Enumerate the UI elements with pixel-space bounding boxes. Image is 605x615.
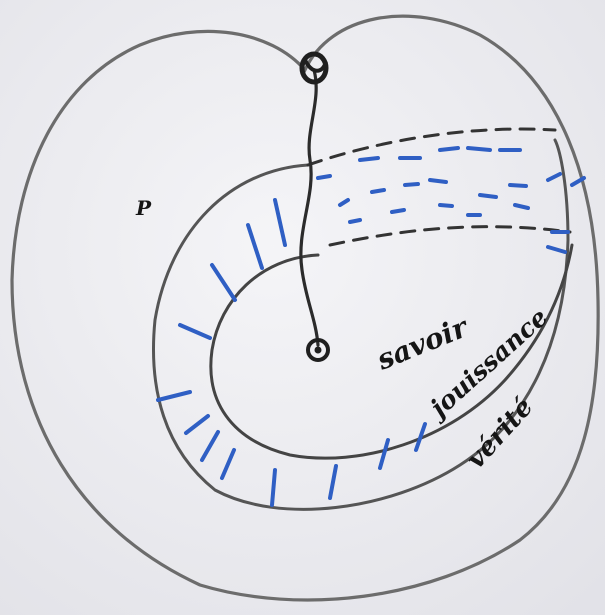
label-point: P <box>135 196 152 220</box>
